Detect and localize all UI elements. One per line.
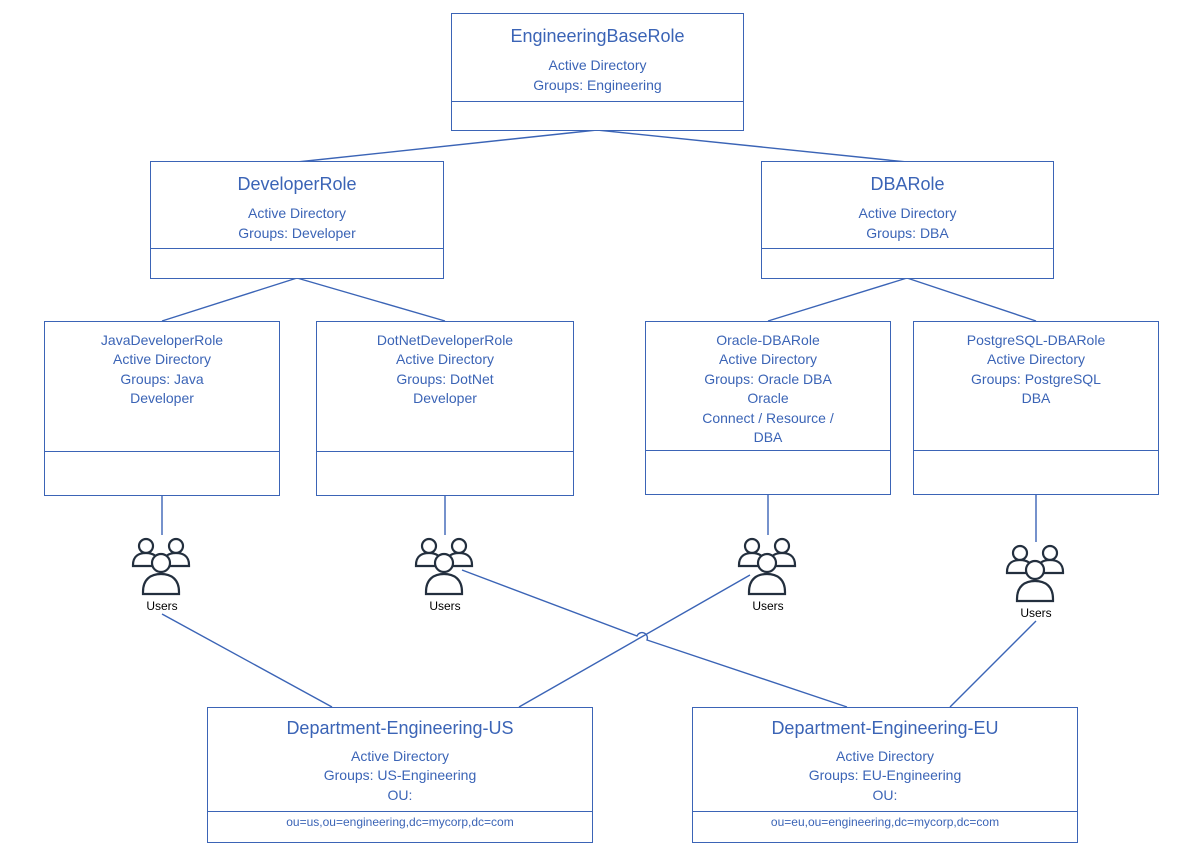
role-detail: Developer xyxy=(413,390,477,407)
role-box-developer[interactable]: DeveloperRole Active Directory Groups: D… xyxy=(150,161,444,279)
role-box-engineering-base[interactable]: EngineeringBaseRole Active Directory Gro… xyxy=(451,13,744,131)
users-icon xyxy=(737,537,797,596)
role-box-footer xyxy=(151,248,443,278)
department-ou-footer: ou=us,ou=engineering,dc=mycorp,dc=com xyxy=(208,811,592,842)
connector-users1-us xyxy=(161,613,333,708)
role-detail: Groups: Java xyxy=(120,370,204,387)
users-icon xyxy=(131,537,191,596)
users-icon xyxy=(1005,544,1065,603)
department-ou: ou=eu,ou=engineering,dc=mycorp,dc=com xyxy=(770,815,1000,829)
role-detail: Groups: Oracle DBA xyxy=(704,370,832,387)
role-box-footer xyxy=(762,248,1053,278)
connector-base-dba xyxy=(596,129,908,163)
connector-developer-java xyxy=(161,277,298,322)
role-detail: Active Directory xyxy=(395,351,495,368)
department-box-eu[interactable]: Department-Engineering-EU Active Directo… xyxy=(692,707,1078,843)
role-detail: Active Directory xyxy=(718,351,818,368)
department-title: Department-Engineering-EU xyxy=(771,718,999,738)
role-detail: DBA xyxy=(1021,390,1051,407)
department-detail: Groups: EU-Engineering xyxy=(808,767,962,784)
role-box-footer xyxy=(914,450,1158,494)
role-title: DeveloperRole xyxy=(237,174,357,194)
department-ou-footer: ou=eu,ou=engineering,dc=mycorp,dc=com xyxy=(693,811,1077,842)
role-detail: Active Directory xyxy=(858,205,957,221)
department-ou: ou=us,ou=engineering,dc=mycorp,dc=com xyxy=(286,815,514,829)
role-box-footer xyxy=(452,101,743,130)
role-title: JavaDeveloperRole xyxy=(100,332,224,348)
department-detail: Active Directory xyxy=(350,748,450,764)
role-detail: Active Directory xyxy=(548,57,647,73)
connector-users4-eu xyxy=(949,620,1037,708)
role-detail: Active Directory xyxy=(112,351,212,368)
users-group-oracle[interactable]: Users xyxy=(728,535,808,613)
role-detail: Developer xyxy=(130,390,194,407)
role-detail: Connect / Resource / xyxy=(702,409,834,426)
role-box-oracle-dba[interactable]: Oracle-DBARole Active Directory Groups: … xyxy=(645,321,891,495)
role-box-java-developer[interactable]: JavaDeveloperRole Active Directory Group… xyxy=(44,321,280,496)
role-box-footer xyxy=(646,450,890,494)
department-detail: OU: xyxy=(872,786,898,803)
department-detail: Groups: US-Engineering xyxy=(323,767,477,784)
role-detail: Active Directory xyxy=(986,351,1086,368)
role-detail: Groups: PostgreSQL xyxy=(971,370,1101,387)
users-group-postgresql[interactable]: Users xyxy=(996,542,1076,620)
role-title: EngineeringBaseRole xyxy=(510,26,685,46)
role-detail: Groups: Engineering xyxy=(533,77,662,93)
connector-dba-oracle xyxy=(767,277,908,322)
connector-base-developer xyxy=(296,129,598,163)
users-label: Users xyxy=(1020,606,1052,620)
users-label: Users xyxy=(146,599,178,613)
connector-dba-postgres xyxy=(906,277,1037,322)
role-box-dba[interactable]: DBARole Active Directory Groups: DBA xyxy=(761,161,1054,279)
role-title: Oracle-DBARole xyxy=(716,332,820,348)
users-label: Users xyxy=(429,599,461,613)
connector-users2-eu xyxy=(461,569,848,708)
role-box-dotnet-developer[interactable]: DotNetDeveloperRole Active Directory Gro… xyxy=(316,321,574,496)
role-detail: DBA xyxy=(753,429,783,446)
users-label: Users xyxy=(752,599,784,613)
role-detail: Groups: DBA xyxy=(866,225,949,241)
role-title: PostgreSQL-DBARole xyxy=(966,332,1106,348)
connector-developer-dotnet xyxy=(296,277,446,322)
department-title: Department-Engineering-US xyxy=(286,718,514,738)
department-box-us[interactable]: Department-Engineering-US Active Directo… xyxy=(207,707,593,843)
role-detail: Oracle xyxy=(747,390,789,407)
department-detail: Active Directory xyxy=(835,748,935,764)
department-detail: OU: xyxy=(387,786,413,803)
role-detail: Active Directory xyxy=(247,205,347,221)
role-box-postgresql-dba[interactable]: PostgreSQL-DBARole Active Directory Grou… xyxy=(913,321,1159,495)
users-group-java[interactable]: Users xyxy=(122,535,202,613)
connector-users3-us xyxy=(518,574,751,708)
role-box-footer xyxy=(317,451,573,495)
role-detail: Groups: DotNet xyxy=(396,370,494,387)
role-title: DotNetDeveloperRole xyxy=(376,332,514,348)
role-detail: Groups: Developer xyxy=(238,225,356,241)
users-group-dotnet[interactable]: Users xyxy=(405,535,485,613)
role-title: DBARole xyxy=(870,174,945,194)
users-icon xyxy=(414,537,474,596)
role-box-footer xyxy=(45,451,279,495)
